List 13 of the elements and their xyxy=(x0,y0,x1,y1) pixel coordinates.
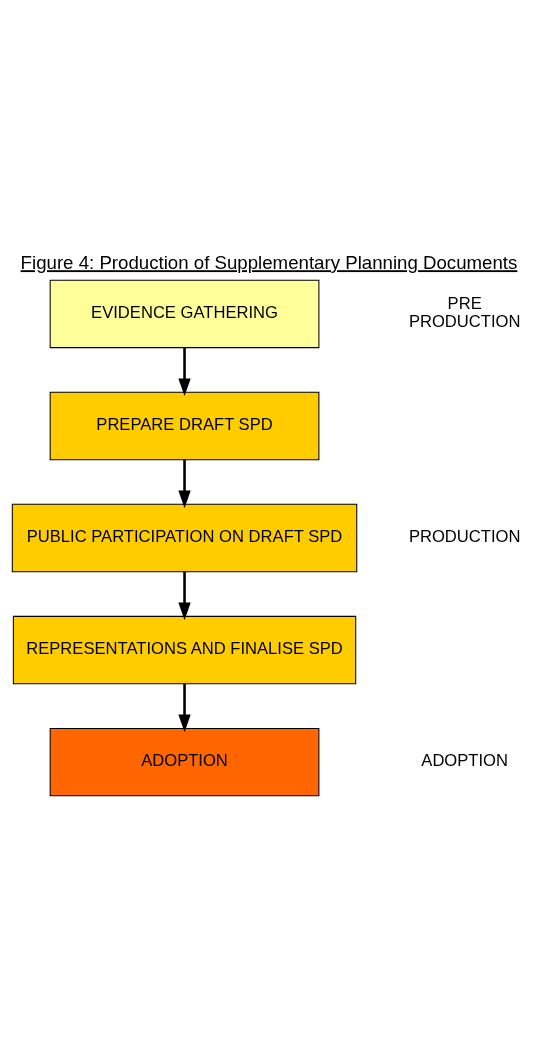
diagram-title: Figure 4: Production of Supplementary Planning Documents xyxy=(20,251,518,273)
node-box: ADOPTION xyxy=(49,727,320,796)
arrow xyxy=(178,683,191,732)
label: ADOPTION xyxy=(421,750,508,770)
node-box: PREPARE DRAFT SPD xyxy=(49,391,320,460)
arrow xyxy=(178,459,191,508)
arrow xyxy=(178,571,191,620)
node-box: EVIDENCE GATHERING xyxy=(49,279,320,348)
arrow xyxy=(178,347,191,396)
label: PRE PRODUCTION xyxy=(408,293,521,331)
label: PRODUCTION xyxy=(408,526,521,546)
node-box: REPRESENTATIONS AND FINALISE SPD xyxy=(12,615,357,684)
node-box: PUBLIC PARTICIPATION ON DRAFT SPD xyxy=(11,503,358,572)
